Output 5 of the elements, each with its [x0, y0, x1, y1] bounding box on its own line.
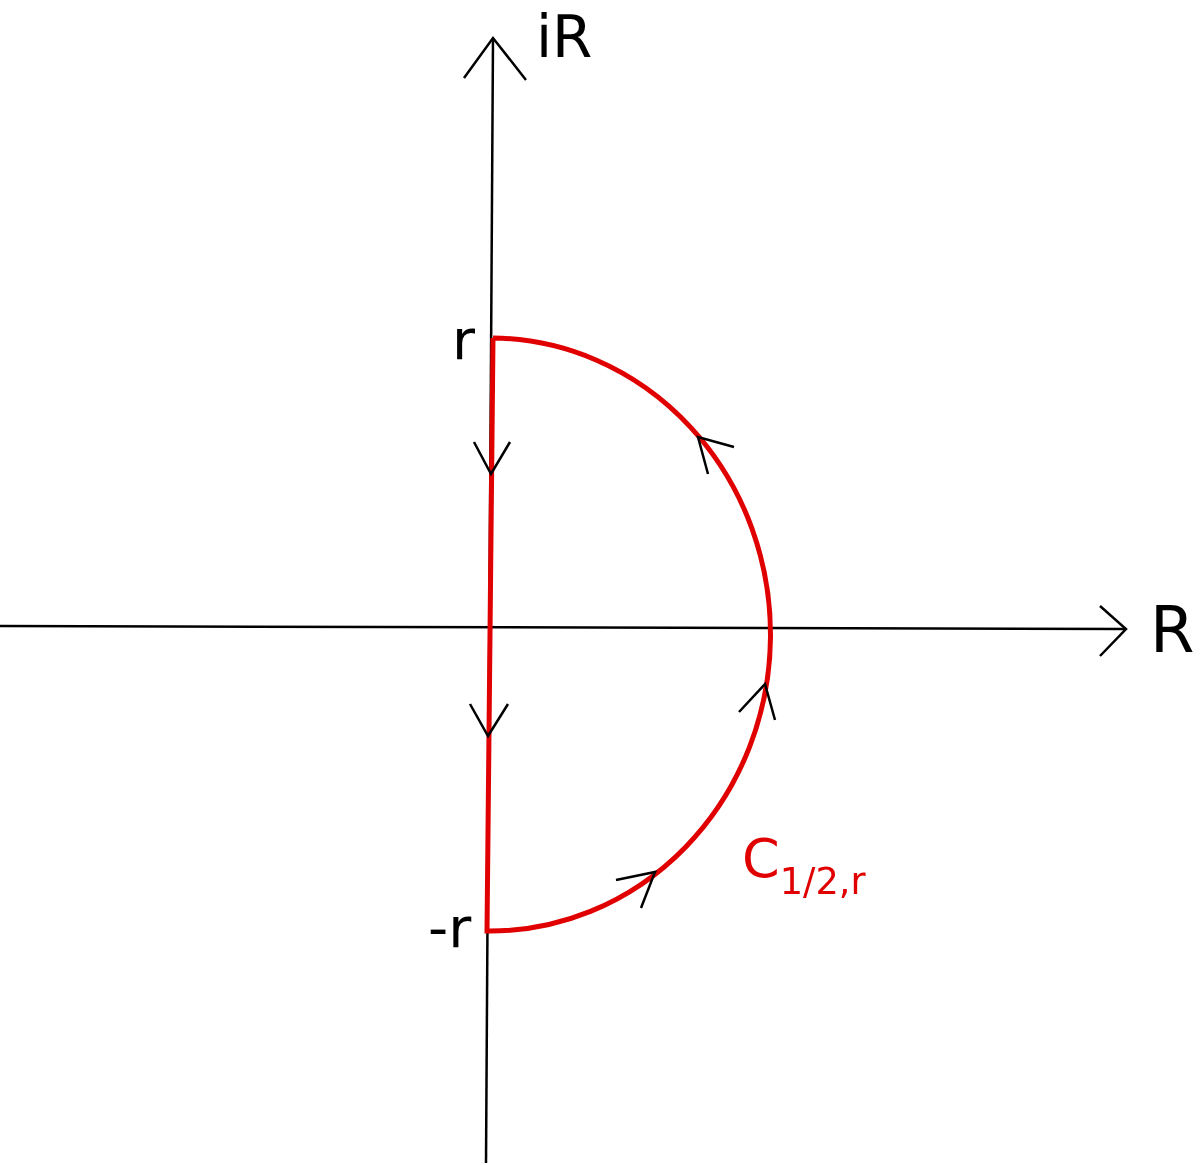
axis-label: R	[1150, 598, 1195, 662]
contour-label: C$_{1/2,r}$	[742, 832, 866, 901]
tick-label: r	[452, 312, 476, 368]
axis-label: iR	[536, 8, 593, 66]
tick-label: -r	[428, 900, 472, 956]
